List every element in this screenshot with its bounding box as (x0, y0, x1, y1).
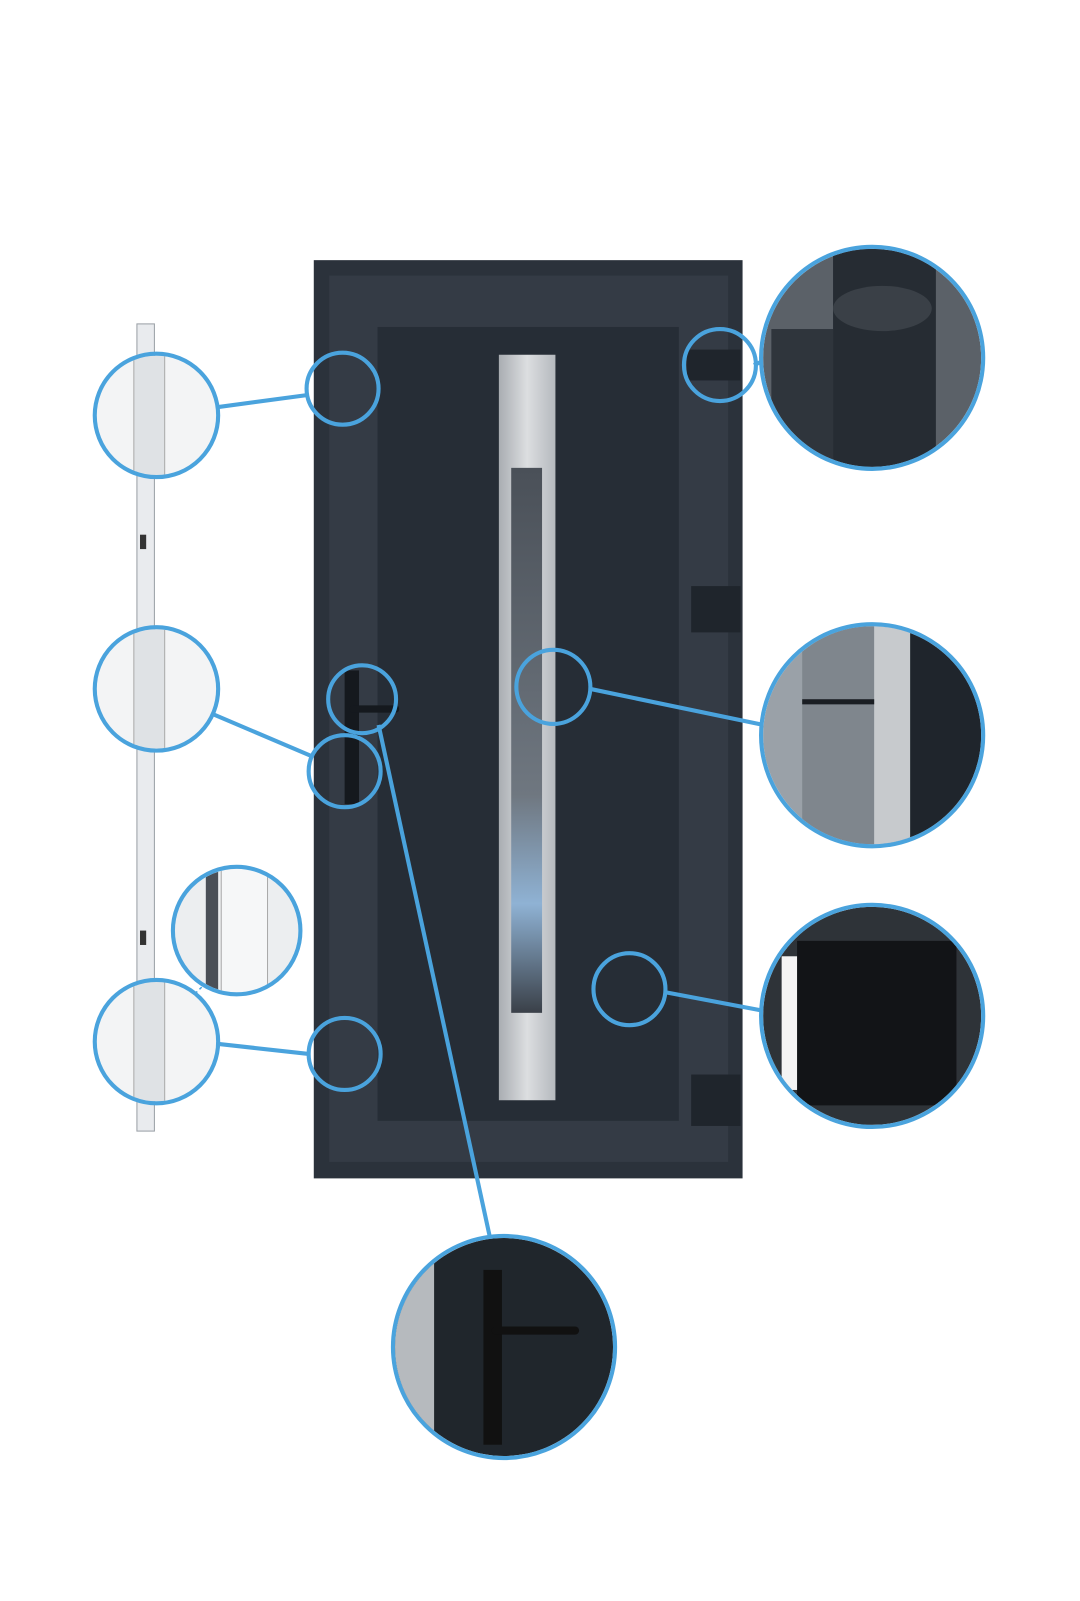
marker-panel (591, 951, 668, 1028)
marker-glass (514, 647, 593, 726)
marker-lock-bottom (306, 1015, 383, 1093)
detail-circle-rings (92, 244, 986, 1461)
detail-lock-top (96, 355, 217, 476)
glass-insert (511, 467, 543, 1013)
callout-lines (169, 360, 764, 1237)
detail-lock-middle (96, 629, 217, 749)
marker-handle (326, 663, 399, 736)
marker-lock-middle (306, 733, 383, 810)
detail-lock-bottom (96, 981, 217, 1102)
marker-circles (304, 326, 758, 1093)
handle-lever (349, 705, 400, 713)
door (313, 260, 743, 1179)
marker-hinge (681, 326, 758, 404)
detail-hook-bolt (174, 868, 299, 993)
hinge-middle (691, 586, 741, 633)
hinge-bottom (691, 1074, 741, 1126)
hinge-top (687, 349, 741, 381)
detail-panel-section (763, 906, 982, 1125)
marker-lock-top (304, 350, 381, 427)
